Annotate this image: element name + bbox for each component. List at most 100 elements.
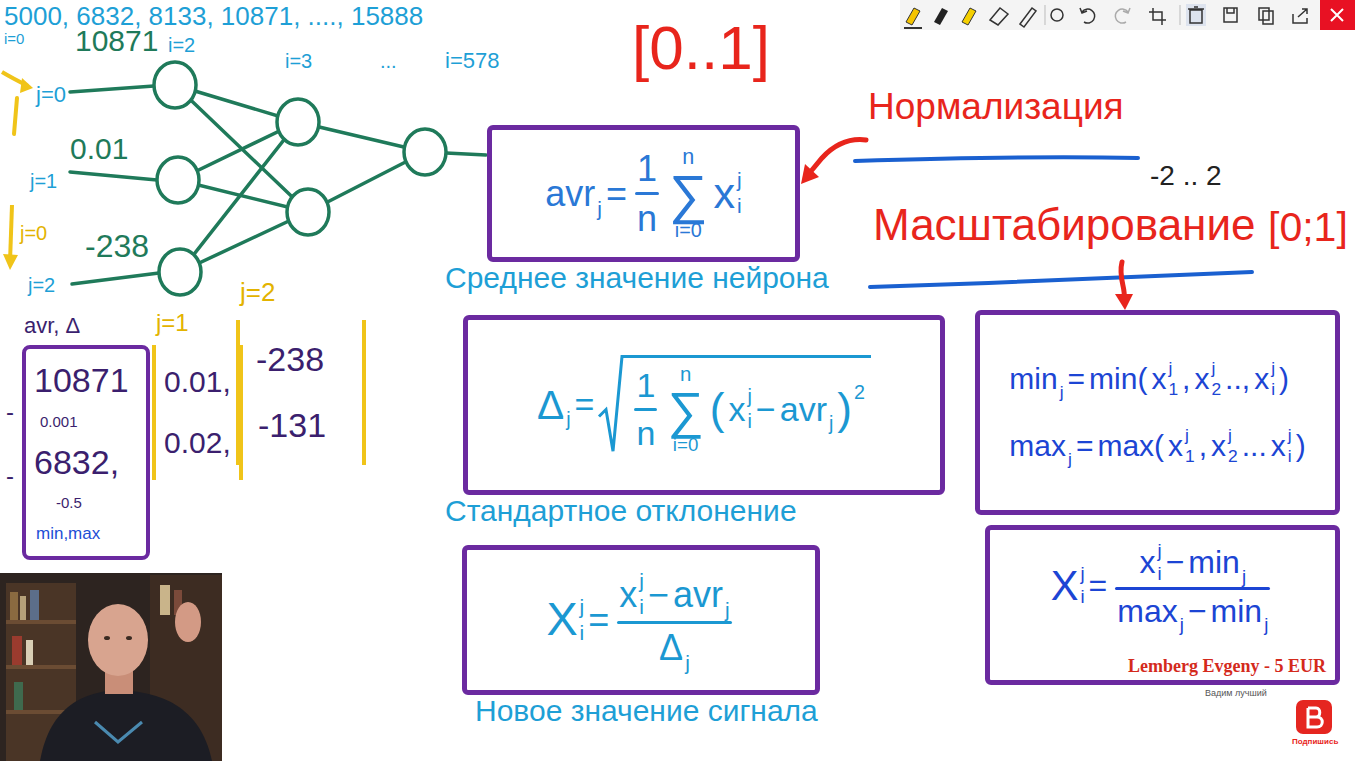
person-head — [88, 604, 148, 676]
book — [10, 592, 18, 620]
fraction-bar — [634, 408, 657, 411]
formula-symbol: ) — [1296, 429, 1306, 464]
formula-symbol: − — [648, 574, 669, 615]
caption: Среднее значение нейрона — [445, 261, 829, 296]
square-root: 1nn∑i=0(xji−avrj)2 — [598, 355, 871, 454]
formula-symbol: max — [1117, 593, 1177, 630]
numerator: xji−minj — [1138, 542, 1249, 584]
fraction: xji−avrjΔj — [617, 571, 731, 668]
formula-symbol: ) — [1279, 362, 1289, 397]
network-link — [180, 122, 298, 272]
separator — [1045, 5, 1046, 25]
index: j — [580, 597, 585, 618]
formula-symbol: min( — [1089, 362, 1147, 397]
input-line — [70, 86, 154, 92]
formula-symbol: − — [1188, 593, 1207, 630]
table-cell: 0.02, — [164, 426, 231, 461]
formula-symbol: avr — [780, 390, 827, 429]
numerator: xji−avrj — [617, 571, 731, 618]
arrowhead — [801, 164, 819, 184]
book — [30, 590, 39, 620]
input-index: j=1 — [30, 170, 57, 193]
pointer-arrow — [812, 140, 866, 170]
formula-symbol: 1 — [636, 366, 655, 405]
index: j — [1211, 360, 1215, 377]
formula-box: avrj=1nn∑i=0xjiСреднее значение нейрона — [487, 125, 800, 262]
output-line — [446, 153, 486, 155]
index-label: i=578 — [445, 48, 499, 73]
logo-mark — [1308, 708, 1322, 727]
toolbar — [900, 0, 1320, 30]
table-cell: 6832, — [34, 443, 119, 482]
underline — [870, 272, 1252, 287]
formula: minj=min(xj1,xj2..,xji)maxj=max(xj1,xj2.… — [1007, 360, 1307, 466]
network-links — [70, 85, 486, 284]
separator — [1180, 5, 1181, 25]
neuron — [287, 189, 329, 235]
index: 2 — [1211, 381, 1221, 398]
superscript: 2 — [854, 381, 865, 404]
formula-symbol: = — [1089, 567, 1108, 604]
table-cell: -238 — [256, 340, 324, 379]
subscript: j — [829, 412, 833, 435]
index: i — [580, 623, 585, 644]
index-stack: ji — [747, 387, 751, 431]
index: i — [747, 412, 751, 432]
index: i — [1271, 381, 1275, 398]
save-icon — [1224, 8, 1237, 22]
input-index: j=0 — [36, 82, 66, 107]
pointer-arrow — [1121, 262, 1124, 298]
sum-limit: i=0 — [675, 221, 702, 241]
formula-box: Xji=xji−avrjΔjНовое значение сигнала — [462, 545, 820, 695]
index-stack: ji — [737, 170, 742, 217]
index: j — [1271, 360, 1275, 377]
formula: avrj=1nn∑i=0xji — [543, 146, 743, 241]
index-stack: j2 — [1211, 360, 1221, 399]
formula-symbol: = — [1068, 362, 1086, 397]
index-stack: ji — [580, 597, 585, 644]
input-index: j=2 — [28, 274, 55, 297]
formula-symbol: avr — [673, 574, 723, 615]
formula-symbol: min — [1211, 593, 1263, 630]
formula-row: avrj=1nn∑i=0xji — [543, 146, 743, 241]
formula-symbol: Δ — [537, 382, 564, 429]
numerator: 1 — [634, 366, 657, 405]
webcam-frame — [0, 573, 222, 761]
delete-icon — [1188, 7, 1204, 23]
formula-symbol: = — [606, 173, 627, 214]
formula-symbol: x — [713, 169, 735, 219]
caption: Стандартное отклонение — [445, 494, 797, 529]
sum-sign: n∑i=0 — [669, 146, 708, 241]
subscript: j — [1060, 382, 1064, 402]
neuron — [157, 157, 199, 203]
formula-symbol: X — [1051, 562, 1079, 610]
subscript: j — [597, 197, 602, 221]
range-note: [0;1] — [1268, 204, 1348, 251]
close-cross — [1331, 9, 1343, 21]
share-icon — [1293, 9, 1307, 23]
numerator: 1 — [635, 148, 659, 189]
input-line — [72, 273, 159, 284]
person-hand — [175, 602, 201, 642]
index: i — [1158, 565, 1162, 584]
index: j — [1080, 565, 1084, 584]
selected-mark — [904, 27, 922, 29]
input-value: -238 — [85, 228, 149, 265]
formula-symbol: n — [637, 198, 657, 239]
subscribe-logo — [1296, 700, 1332, 734]
subscript: j — [1068, 449, 1072, 469]
formula-symbol: x — [1254, 362, 1269, 397]
formula-symbol: x — [728, 390, 745, 429]
index-label: i=0 — [4, 30, 24, 47]
neuron — [159, 249, 201, 295]
table-cell: -0.5 — [56, 494, 82, 511]
watermark: Вадим лучший — [1203, 688, 1269, 698]
index-label: ... — [380, 50, 397, 73]
input-line — [70, 172, 157, 180]
subscript: j — [566, 408, 570, 431]
formula-symbol: 1 — [637, 148, 657, 189]
neuron — [404, 129, 446, 175]
yellow-bracket — [14, 98, 17, 134]
value-column: avr, Δ108710.0016832,-0.5min,max — [22, 345, 150, 560]
sigma: ∑ — [667, 385, 703, 436]
